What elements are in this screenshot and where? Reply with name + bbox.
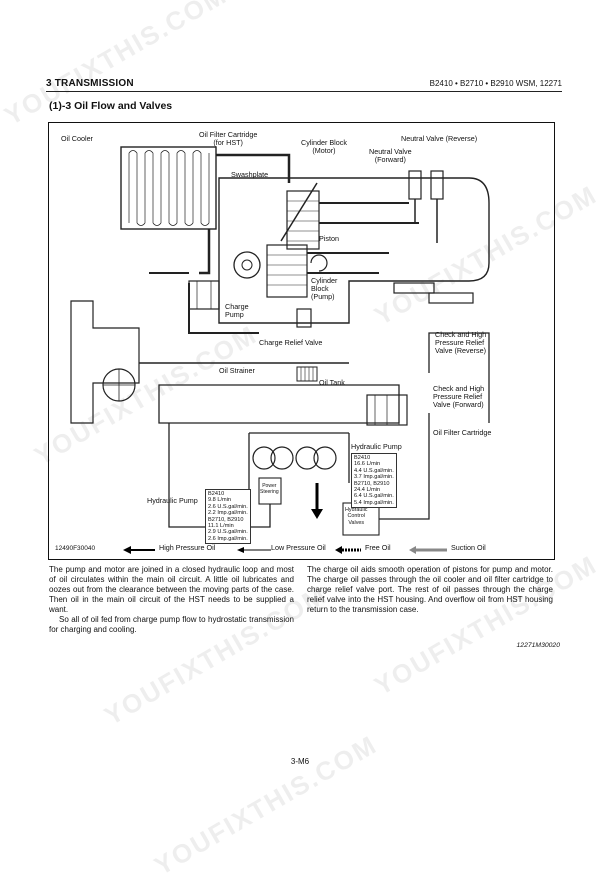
label-hydraulic-pump-right: Hydraulic Pump (351, 442, 402, 451)
spec-line: 16.6 L/min (354, 461, 381, 468)
label-line: Cylinder Block (301, 138, 347, 147)
spec-line: B2410 (354, 455, 371, 461)
body-right-column: The charge oil aids smooth operation of … (307, 565, 553, 615)
label-check-valve-reverse: Check and High Pressure Relief Valve (Re… (435, 331, 486, 355)
label-line: (Forward) (374, 155, 406, 164)
watermark: YOUFIXTHIS.COM (0, 0, 233, 132)
label-line: Hydraulic (345, 507, 368, 513)
body-paragraph: The pump and motor are joined in a close… (49, 565, 294, 614)
label-line: Pressure Relief (435, 338, 485, 347)
label-line: Steering (260, 489, 279, 495)
spec-line: B2710, B2910 (354, 480, 390, 487)
legend-suction-oil: Suction Oil (451, 543, 486, 552)
label-charge-relief-valve: Charge Relief Valve (259, 338, 323, 347)
label-check-valve-forward: Check and High Pressure Relief Valve (Fo… (433, 385, 484, 409)
label-hydraulic-pump-left: Hydraulic Pump (147, 496, 198, 505)
label-oil-cooler: Oil Cooler (61, 134, 93, 143)
spec-line: 4.4 U.S.gal/min. (354, 467, 394, 474)
header-models: B2410 • B2710 • B2910 WSM, 12271 (429, 79, 562, 88)
label-oil-filter-hst: Oil Filter Cartridge (for HST) (199, 131, 257, 147)
label-line: Valve (Reverse) (435, 346, 486, 355)
label-line: Check and High (433, 384, 485, 393)
label-line: Neutral Valve (369, 147, 412, 156)
label-charge-pump: Charge Pump (225, 303, 249, 319)
section-title: (1)-3 Oil Flow and Valves (49, 100, 173, 112)
label-line: (for HST) (213, 138, 243, 147)
figure-id: 12490F30040 (55, 545, 96, 552)
spec-line: 11.1 L/min (208, 523, 234, 530)
label-neutral-valve-reverse: Neutral Valve (Reverse) (401, 134, 478, 143)
label-swashplate: Swashplate (231, 170, 269, 179)
label-line: Charge (225, 302, 249, 311)
header-section: 3 TRANSMISSION (46, 78, 134, 89)
spec-line: 2.9 U.S.gal/min. (208, 529, 248, 536)
label-power-steering: Power Steering (260, 483, 279, 495)
label-line: Check and High (435, 330, 487, 339)
spec-hydraulic-pump-right: B2410 16.6 L/min 4.4 U.S.gal/min. 3.7 Im… (351, 453, 397, 509)
label-line: (Pump) (311, 292, 335, 301)
diagram-drawing (70, 146, 490, 554)
label-oil-strainer: Oil Strainer (219, 366, 255, 375)
page-number: 3-M6 (290, 757, 310, 766)
label-line: Valves (348, 519, 365, 526)
label-cylinder-block-motor: Cylinder Block (Motor) (301, 139, 347, 155)
label-line: Pressure Relief (433, 392, 483, 401)
spec-line: 2.6 U.S.gal/min. (208, 503, 248, 510)
label-line: Cylinder (311, 276, 338, 285)
body-left-column: The pump and motor are joined in a close… (49, 565, 294, 635)
label-neutral-valve-forward: Neutral Valve (Forward) (369, 148, 412, 164)
label-oil-tank: Oil Tank (319, 378, 345, 387)
label-line: Control (347, 513, 365, 520)
label-line: Valve (Forward) (433, 400, 484, 409)
reference-code: 12271M30020 (516, 642, 560, 649)
label-oil-filter-cartridge: Oil Filter Cartridge (433, 428, 492, 437)
legend-low-pressure: Low Pressure Oil (271, 543, 326, 552)
spec-line: B2410 (208, 491, 225, 497)
spec-line: 6.4 U.S.gal/min. (354, 493, 394, 500)
spec-hydraulic-pump-left: B2410 9.8 L/min 2.6 U.S.gal/min. 2.2 Imp… (205, 489, 251, 545)
spec-line: 24.4 L/min (354, 487, 381, 494)
spec-line: 2.6 Imp.gal/min. (208, 535, 248, 542)
label-line: (Motor) (312, 146, 336, 155)
label-hydraulic-control-valves: Hydraulic Control Valves (345, 507, 367, 526)
label-line: Pump (225, 310, 244, 319)
spec-line: 3.7 Imp.gal/min. (354, 474, 394, 481)
spec-line: 2.2 Imp.gal/min. (208, 510, 248, 517)
spec-line: 9.8 L/min (208, 497, 232, 504)
label-line: Power (262, 483, 277, 489)
label-piston: Piston (319, 234, 339, 243)
label-cylinder-block-pump: Cylinder Block (Pump) (311, 277, 337, 301)
legend-high-pressure: High Pressure Oil (159, 543, 216, 552)
body-paragraph: The charge oil aids smooth operation of … (307, 565, 553, 614)
oil-flow-diagram: Oil Cooler Oil Filter Cartridge (for HST… (48, 122, 555, 560)
spec-line: B2710, B2910 (208, 516, 244, 523)
label-line: Oil Filter Cartridge (199, 130, 258, 139)
header-rule (46, 91, 562, 92)
watermark: YOUFIXTHIS.COM (149, 729, 383, 882)
body-paragraph: So all of oil fed from charge pump flow … (49, 615, 294, 634)
spec-line: 5.4 Imp.gal/min. (354, 499, 394, 506)
legend-free-oil: Free Oil (365, 543, 391, 552)
oil-cooler-drawing (120, 146, 217, 230)
label-line: Block (311, 284, 329, 293)
